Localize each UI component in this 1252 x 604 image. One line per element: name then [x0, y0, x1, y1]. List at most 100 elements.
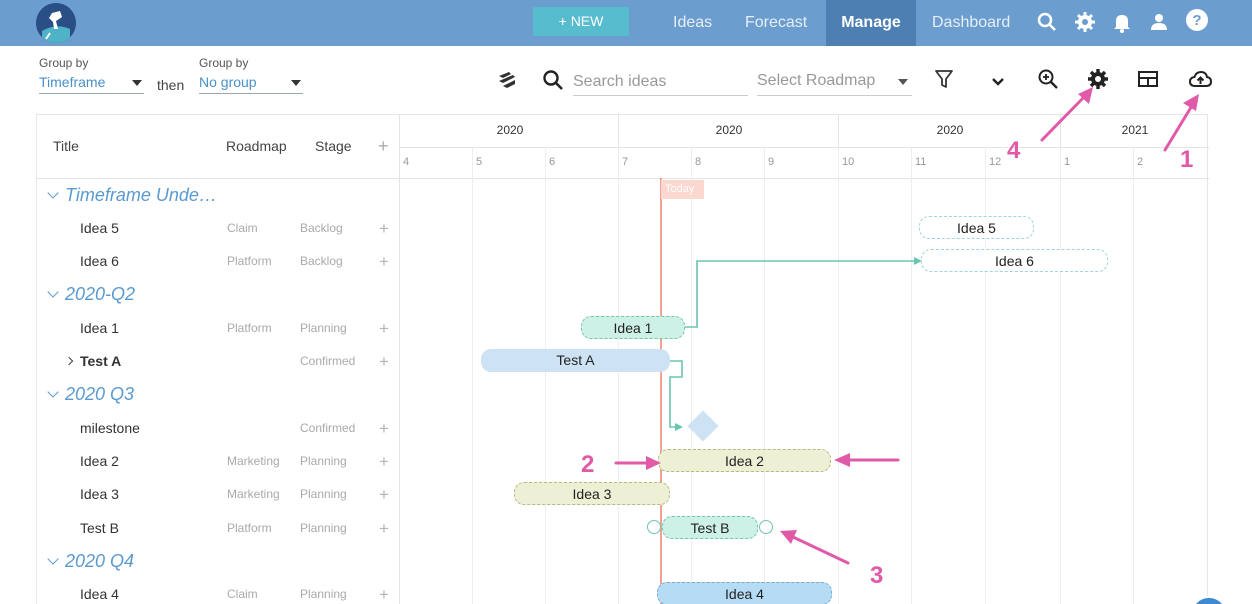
- chevron-down-icon: [47, 386, 59, 398]
- nav-ideas[interactable]: Ideas: [673, 14, 713, 31]
- chevron-right-icon[interactable]: [64, 356, 74, 366]
- item-roadmap: Marketing: [227, 487, 280, 501]
- table-row[interactable]: Idea 4 Claim Planning +: [37, 578, 399, 604]
- nav-forecast[interactable]: Forecast: [745, 14, 808, 31]
- timeline-bar-idea-2[interactable]: Idea 2: [658, 449, 831, 472]
- add-plus-icon[interactable]: +: [379, 452, 389, 471]
- table-row[interactable]: Idea 6 Platform Backlog +: [37, 245, 399, 278]
- timeline-bar-idea-3[interactable]: Idea 3: [514, 482, 670, 505]
- add-plus-icon[interactable]: +: [379, 219, 389, 238]
- item-title[interactable]: Test A: [64, 345, 122, 378]
- filter-icon[interactable]: [932, 67, 956, 91]
- table-row[interactable]: Test B Platform Planning +: [37, 512, 399, 545]
- group-by-label-1: Group by: [39, 56, 89, 70]
- layout-panel-icon[interactable]: [1136, 67, 1160, 91]
- item-title[interactable]: Idea 1: [80, 320, 119, 336]
- item-stage: Confirmed: [300, 354, 356, 368]
- table-row[interactable]: Test A Confirmed +: [37, 345, 399, 378]
- timeline-bar-idea-1[interactable]: Idea 1: [581, 316, 685, 339]
- zoom-in-icon[interactable]: [1036, 67, 1060, 91]
- month-label: 2: [1137, 156, 1144, 168]
- cloud-upload-icon[interactable]: [1188, 67, 1212, 91]
- app-logo[interactable]: [36, 3, 76, 43]
- today-line: [660, 178, 662, 604]
- item-title[interactable]: Idea 5: [80, 220, 119, 236]
- nav-manage[interactable]: Manage: [826, 0, 916, 46]
- roadmap-settings-gear-icon[interactable]: [1086, 67, 1110, 91]
- roadmap-select[interactable]: Select Roadmap: [757, 69, 912, 96]
- column-header-roadmap[interactable]: Roadmap: [226, 138, 287, 154]
- integration-logo-icon[interactable]: [495, 68, 519, 92]
- group-row[interactable]: 2020 Q3: [37, 378, 399, 411]
- group-title[interactable]: 2020-Q2: [47, 278, 135, 311]
- nav-dashboard[interactable]: Dashboard: [932, 14, 1011, 31]
- table-row[interactable]: Idea 1 Platform Planning +: [37, 312, 399, 345]
- table-row[interactable]: Idea 5 Claim Backlog +: [37, 212, 399, 245]
- timeline-bar-idea-6[interactable]: Idea 6: [921, 249, 1108, 272]
- add-plus-icon[interactable]: +: [379, 419, 389, 438]
- year-label: 2021: [1121, 123, 1149, 137]
- timeline-bar-test-a[interactable]: Test A: [481, 349, 670, 372]
- item-title[interactable]: Idea 6: [80, 253, 119, 269]
- month-gridline: [764, 147, 765, 604]
- month-gridline: [618, 147, 619, 604]
- group-by-label-2: Group by: [199, 56, 249, 70]
- group-row[interactable]: 2020 Q4: [37, 545, 399, 578]
- group-title[interactable]: 2020 Q3: [47, 378, 135, 411]
- item-title[interactable]: Idea 3: [80, 486, 119, 502]
- item-title[interactable]: milestone: [80, 420, 140, 436]
- group-by-select-2[interactable]: No group: [199, 72, 303, 94]
- add-column-plus-icon[interactable]: +: [378, 136, 389, 156]
- search-icon[interactable]: [1035, 10, 1059, 34]
- chevron-down-icon: [47, 553, 59, 565]
- item-title[interactable]: Idea 4: [80, 586, 119, 602]
- item-title[interactable]: Test B: [80, 520, 119, 536]
- user-profile-icon[interactable]: [1147, 10, 1171, 34]
- group-by-select-1[interactable]: Timeframe: [39, 72, 144, 94]
- connector-handle-left[interactable]: [647, 520, 661, 534]
- item-roadmap: Platform: [227, 254, 272, 268]
- annotation-number-4: 4: [1007, 137, 1021, 164]
- add-plus-icon[interactable]: +: [379, 252, 389, 271]
- month-gridline: [985, 147, 986, 604]
- group-title[interactable]: Timeframe Unde…: [47, 179, 217, 212]
- column-header-stage[interactable]: Stage: [315, 138, 352, 154]
- month-gridline: [838, 147, 839, 604]
- timeline-bar-idea-5[interactable]: Idea 5: [919, 216, 1034, 239]
- table-row[interactable]: Idea 3 Marketing Planning +: [37, 478, 399, 511]
- month-label: 1: [1064, 156, 1071, 168]
- connector-handle-right[interactable]: [759, 520, 773, 534]
- item-roadmap: Platform: [227, 521, 272, 535]
- notifications-bell-icon[interactable]: [1110, 10, 1134, 34]
- add-plus-icon[interactable]: +: [379, 319, 389, 338]
- month-label: 5: [476, 156, 483, 168]
- add-plus-icon[interactable]: +: [379, 519, 389, 538]
- timeline-bar-test-b[interactable]: Test B: [662, 516, 758, 539]
- table-row[interactable]: milestone Confirmed +: [37, 412, 399, 445]
- header-divider: [37, 178, 1209, 179]
- month-label: 4: [403, 156, 410, 168]
- add-plus-icon[interactable]: +: [379, 352, 389, 371]
- settings-gear-icon[interactable]: [1073, 10, 1097, 34]
- table-row[interactable]: Idea 2 Marketing Planning +: [37, 445, 399, 478]
- month-label: 10: [842, 156, 855, 168]
- month-gridline: [911, 147, 912, 604]
- month-gridline: [1060, 147, 1061, 604]
- add-plus-icon[interactable]: +: [379, 485, 389, 504]
- item-roadmap: Platform: [227, 321, 272, 335]
- help-question-icon[interactable]: ?: [1185, 8, 1209, 32]
- group-row[interactable]: Timeframe Unde…: [37, 179, 399, 212]
- new-button[interactable]: + NEW: [533, 7, 629, 36]
- timeline-bar-idea-4[interactable]: Idea 4: [657, 582, 832, 604]
- search-input[interactable]: [573, 69, 748, 96]
- item-title-text: Test A: [80, 353, 122, 369]
- item-title[interactable]: Idea 2: [80, 453, 119, 469]
- chevron-down-icon[interactable]: [986, 69, 1010, 93]
- group-title-text: 2020 Q3: [65, 384, 135, 404]
- group-row[interactable]: 2020-Q2: [37, 278, 399, 311]
- column-header-title[interactable]: Title: [53, 138, 79, 154]
- add-plus-icon[interactable]: +: [379, 585, 389, 604]
- year-label: 2020: [936, 123, 964, 137]
- item-stage: Backlog: [300, 254, 343, 268]
- group-title[interactable]: 2020 Q4: [47, 545, 134, 578]
